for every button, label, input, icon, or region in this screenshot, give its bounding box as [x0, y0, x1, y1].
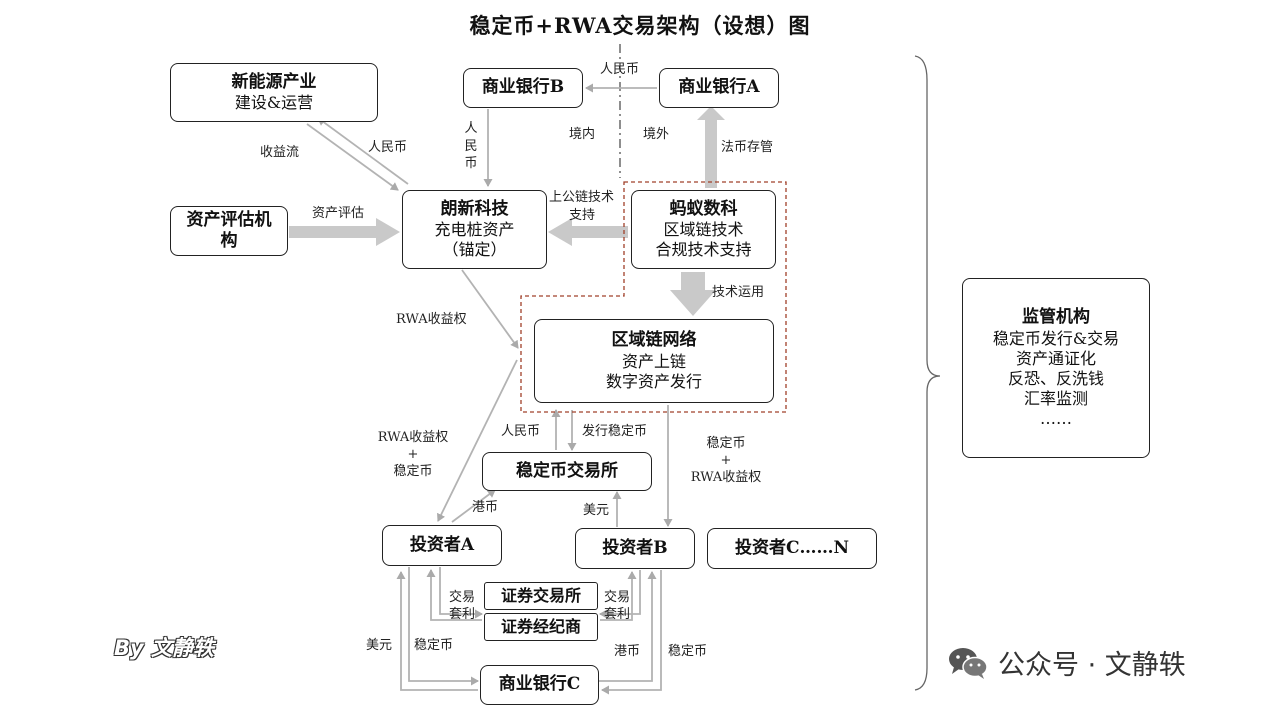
label-hkd-a: 港币: [472, 500, 499, 515]
node-regulator-line4: 汇率监测: [1023, 388, 1088, 408]
tech-zone-dashed-border: [520, 181, 787, 413]
label-stable-2: 稳定币: [706, 436, 746, 451]
label-trade-b1: 交易: [604, 590, 631, 605]
node-exchange: 稳定币交易所: [482, 452, 652, 491]
arrow-new-energy-to-longshine: [306, 123, 399, 191]
label-asset-eval-flow: 资产评估: [312, 206, 365, 221]
arrow-investor-b-to-broker: [600, 571, 637, 621]
label-usd-c: 美元: [366, 638, 393, 653]
node-regulator-line5: ……: [1040, 408, 1072, 428]
label-fiat-custody: 法币存管: [721, 140, 774, 155]
arrow-bank-c-to-investor-b: [599, 571, 657, 682]
arrow-bank-c-to-investor-a: [396, 571, 478, 691]
label-hkd-c: 港币: [614, 644, 641, 659]
node-investor-c-title: 投资者C……N: [734, 537, 850, 558]
diagram-title: 稳定币+RWA交易架构（设想）图: [469, 13, 811, 38]
regulator-brace: [914, 55, 941, 691]
node-asset-eval: 资产评估机构: [170, 206, 288, 256]
label-plus-1: +: [407, 446, 419, 462]
node-bank-b-title: 商业银行B: [481, 77, 565, 98]
node-blockchain-line1: 资产上链: [621, 351, 686, 371]
node-regulator-line3: 反恐、反洗钱: [1007, 368, 1104, 388]
label-support: 支持: [569, 208, 596, 223]
label-rmb-left: 人民币: [368, 140, 408, 155]
arrow-investor-a-to-exchange: [451, 489, 496, 523]
node-new-energy-title: 新能源产业: [231, 71, 317, 92]
node-investor-b: 投资者B: [575, 528, 695, 569]
node-new-energy: 新能源产业 建设&运营: [170, 63, 378, 122]
node-regulator-line1: 稳定币发行&交易: [992, 328, 1120, 348]
node-new-energy-line: 建设&运营: [234, 93, 314, 113]
label-rmb-mid: 人民币: [501, 424, 541, 439]
arrow-longshine-to-blockchain: [461, 269, 519, 349]
watermark-text: 公众号 · 文静轶: [998, 650, 1186, 681]
label-stable-c-left: 稳定币: [414, 638, 454, 653]
node-bank-c: 商业银行C: [480, 665, 599, 705]
label-plus-2: +: [720, 452, 732, 468]
node-sec-broker-title: 证券经纪商: [500, 617, 581, 636]
label-trade-b2: 套利: [604, 607, 631, 622]
label-overseas: 境外: [643, 127, 670, 142]
author-signature: By 文静轶: [114, 636, 215, 660]
label-stable-c-right: 稳定币: [668, 644, 708, 659]
node-ant: 蚂蚁数科 区域链技术 合规技术支持: [631, 190, 776, 269]
label-domestic: 境内: [569, 127, 596, 142]
arrow-broker-to-investor-b: [599, 570, 641, 619]
node-bank-b: 商业银行B: [463, 68, 583, 108]
node-bank-a-title: 商业银行A: [678, 77, 760, 98]
label-rmb-vertical: 人民币: [464, 121, 478, 172]
node-longshine-line2: （锚定）: [442, 240, 507, 260]
node-investor-b-title: 投资者B: [602, 537, 668, 558]
label-trade-a1: 交易: [449, 590, 476, 605]
node-sec-broker: 证券经纪商: [484, 613, 598, 641]
arrow-investor-a-to-bank-c: [408, 567, 479, 686]
label-public-chain: 上公链技术: [549, 190, 615, 205]
node-investor-a-title: 投资者A: [409, 534, 475, 555]
node-longshine-title: 朗新科技: [440, 198, 509, 219]
node-regulator: 监管机构 稳定币发行&交易 资产通证化 反恐、反洗钱 汇率监测 ……: [962, 278, 1150, 458]
node-regulator-title: 监管机构: [1022, 307, 1090, 328]
node-blockchain-line2: 数字资产发行: [605, 371, 702, 391]
label-rwa-stable-group-1: RWA收益权 + 稳定币: [371, 430, 455, 481]
node-ant-line2: 合规技术支持: [655, 240, 752, 260]
arrow-investor-b-to-bank-c: [601, 570, 662, 695]
node-ant-title: 蚂蚁数科: [669, 198, 738, 219]
node-asset-eval-title: 资产评估机构: [186, 209, 272, 251]
node-regulator-line2: 资产通证化: [1015, 348, 1096, 368]
arrow-longshine-to-new-energy: [317, 117, 409, 185]
node-longshine-line1: 充电桩资产: [434, 220, 515, 240]
node-longshine: 朗新科技 充电桩资产 （锚定）: [402, 190, 547, 269]
node-bank-c-title: 商业银行C: [498, 674, 581, 695]
wechat-watermark: 公众号 · 文静轶: [948, 643, 1186, 682]
label-revenue-flow: 收益流: [260, 145, 300, 160]
thick-arrow-ant-to-longshine: [548, 218, 628, 246]
node-blockchain: 区域链网络 资产上链 数字资产发行: [534, 319, 774, 403]
node-ant-line1: 区域链技术: [663, 220, 744, 240]
node-sec-exchange: 证券交易所: [484, 582, 598, 610]
label-rwa-rights: RWA收益权: [396, 312, 467, 327]
thick-arrow-asset-eval: [289, 218, 400, 246]
node-investor-c: 投资者C……N: [707, 528, 877, 569]
node-bank-a: 商业银行A: [659, 68, 779, 108]
label-trade-a2: 套利: [449, 607, 476, 622]
thick-arrow-ant-to-bank-a: [697, 106, 725, 188]
label-rwa-plus-2: RWA收益权: [690, 469, 762, 485]
wechat-icon: [948, 646, 988, 680]
arrow-broker-to-investor-a: [426, 569, 482, 621]
label-rwa-stable-group-2: 稳定币 + RWA收益权: [682, 436, 770, 487]
label-tech-apply: 技术运用: [712, 285, 765, 300]
label-usd-b: 美元: [583, 503, 610, 518]
label-issue-stable: 发行稳定币: [582, 424, 648, 439]
label-rmb-top: 人民币: [600, 62, 640, 77]
label-rwa-plus-1: RWA收益权: [377, 430, 449, 445]
node-investor-a: 投资者A: [382, 525, 502, 566]
arrow-blockchain-to-investor-a: [437, 359, 518, 522]
node-exchange-title: 稳定币交易所: [516, 460, 618, 481]
node-sec-exchange-title: 证券交易所: [500, 586, 581, 605]
arrow-investor-a-to-broker: [439, 567, 483, 619]
label-stable-1: 稳定币: [393, 463, 433, 479]
node-blockchain-title: 区域链网络: [611, 330, 697, 351]
thick-arrow-ant-to-blockchain: [670, 272, 716, 316]
